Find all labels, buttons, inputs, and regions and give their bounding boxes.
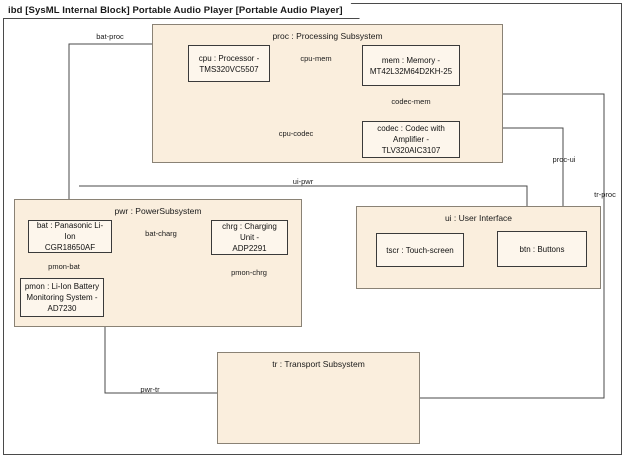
subsystem-proc-label: proc : Processing Subsystem <box>272 31 383 41</box>
subsystem-tr[interactable]: tr : Transport Subsystem <box>217 352 420 444</box>
part-codec[interactable]: codec : Codec with Amplifier - TLV320AIC… <box>362 121 460 158</box>
part-btn[interactable]: btn : Buttons <box>497 231 587 267</box>
connector-label-ui-pwr: ui-pwr <box>292 177 314 186</box>
connector-label-cpu-mem: cpu-mem <box>300 54 332 63</box>
diagram-title: ibd [SysML Internal Block] Portable Audi… <box>3 3 360 19</box>
part-codec-label: codec : Codec with Amplifier - TLV320AIC… <box>377 124 445 155</box>
connector-label-codec-mem: codec-mem <box>391 97 431 106</box>
connector-label-pmon-chrg: pmon-chrg <box>231 268 267 277</box>
part-bat-label: bat : Panasonic Li-Ion CGR18650AF <box>36 221 104 252</box>
connector-label-proc-ui: proc-ui <box>552 155 576 164</box>
part-chrg-label: chrg : Charging Unit - ADP2291 <box>222 222 277 253</box>
connector-label-bat-charg: bat-charg <box>145 229 177 238</box>
subsystem-pwr-label: pwr : PowerSubsystem <box>114 206 202 216</box>
part-pmon-label: pmon : Li-Ion Battery Monitoring System … <box>24 282 100 313</box>
part-chrg[interactable]: chrg : Charging Unit - ADP2291 <box>211 220 288 255</box>
part-cpu[interactable]: cpu : Processor - TMS320VC5507 <box>188 45 270 82</box>
subsystem-tr-label: tr : Transport Subsystem <box>272 359 365 369</box>
part-btn-label: btn : Buttons <box>519 244 565 254</box>
part-cpu-label: cpu : Processor - TMS320VC5507 <box>198 53 260 74</box>
connector-label-bat-proc: bat-proc <box>96 32 124 41</box>
connector-label-cpu-codec: cpu-codec <box>278 129 314 138</box>
part-mem[interactable]: mem : Memory - MT42L32M64D2KH-25 <box>362 45 460 86</box>
part-mem-label: mem : Memory - MT42L32M64D2KH-25 <box>369 55 453 76</box>
part-tscr-label: tscr : Touch-screen <box>386 245 454 255</box>
part-pmon[interactable]: pmon : Li-Ion Battery Monitoring System … <box>20 278 104 317</box>
connector-label-tr-proc: tr-proc <box>594 190 616 199</box>
connector-label-pmon-bat: pmon-bat <box>48 262 80 271</box>
part-bat[interactable]: bat : Panasonic Li-Ion CGR18650AF <box>28 220 112 253</box>
part-tscr[interactable]: tscr : Touch-screen <box>376 233 464 267</box>
connector-label-pwr-tr: pwr-tr <box>140 385 160 394</box>
subsystem-ui-label: ui : User Interface <box>444 213 513 223</box>
